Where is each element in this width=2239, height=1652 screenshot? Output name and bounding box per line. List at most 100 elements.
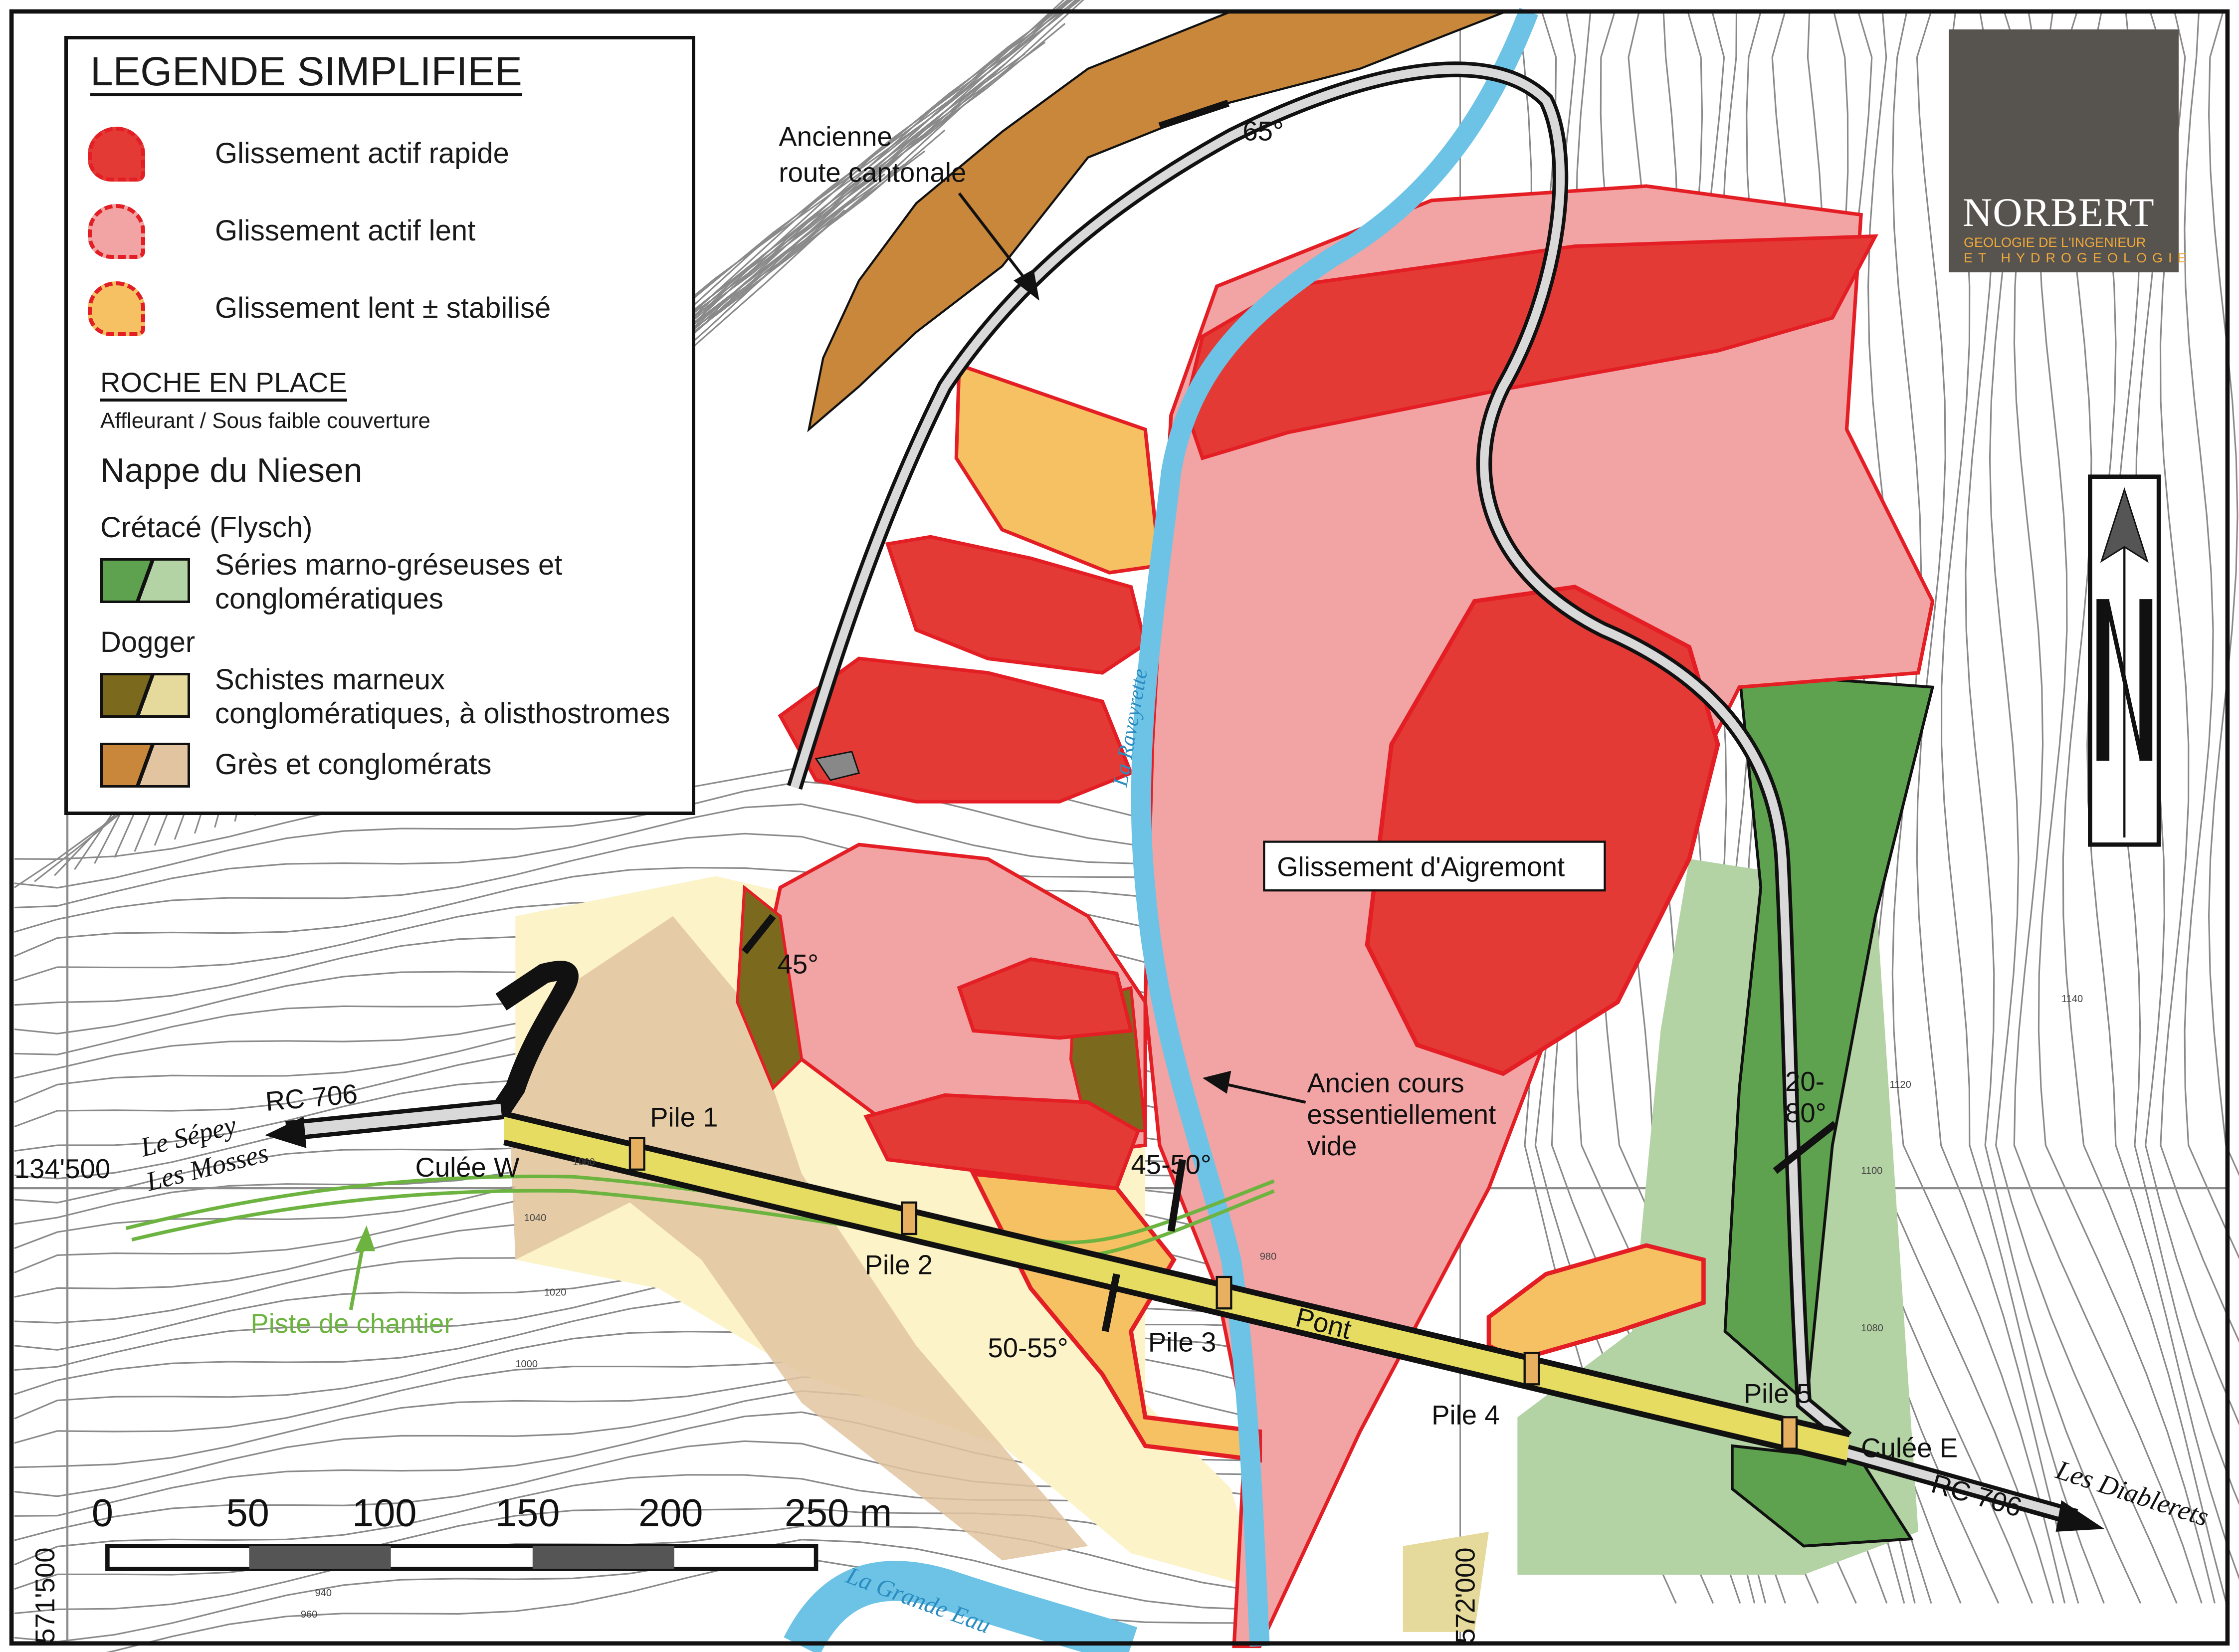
north-n-glyph-icon bbox=[2096, 599, 2153, 761]
dip-45 bbox=[741, 914, 776, 955]
legend-nappe: Nappe du Niesen bbox=[100, 451, 363, 489]
label-rc706-east: RC 706 bbox=[1928, 1468, 2025, 1523]
north-arrow bbox=[2088, 474, 2161, 847]
old-cantonal-road bbox=[790, 65, 1849, 1442]
legend-dogger: Dogger bbox=[100, 626, 196, 658]
bridge-edge-north bbox=[503, 1111, 1850, 1438]
label-dip-45: 45° bbox=[778, 949, 818, 980]
contour-line bbox=[14, 866, 1260, 957]
contour-label: 1020 bbox=[544, 1287, 567, 1298]
scale-tick-250m: 250 m bbox=[785, 1491, 892, 1534]
legend-label-stabilized: Glissement lent ± stabilisé bbox=[215, 292, 551, 324]
pointer-ancien-cours bbox=[1217, 1080, 1306, 1104]
dip-20-80 bbox=[1773, 1121, 1837, 1174]
slide-rapid-3 bbox=[957, 957, 1133, 1040]
logo-line-2: ET HYDROGEOLOGIE bbox=[1964, 250, 2192, 265]
label-pile-5: Pile 5 bbox=[1744, 1379, 1812, 1409]
scale-bar-frame bbox=[105, 1544, 818, 1571]
legend-rock-sub: Affleurant / Sous faible couverture bbox=[100, 409, 431, 433]
slide-stabilized-north bbox=[954, 362, 1162, 575]
legend-rock-heading: ROCHE EN PLACE bbox=[100, 366, 347, 402]
scale-tick-150: 150 bbox=[495, 1491, 560, 1534]
dip-45-50 bbox=[1167, 1159, 1186, 1232]
pier-3 bbox=[1216, 1275, 1232, 1310]
contour-label: 1080 bbox=[1861, 1323, 1883, 1334]
slide-rapid-icon bbox=[88, 127, 145, 182]
label-pile-1: Pile 1 bbox=[650, 1102, 718, 1133]
label-dip-80: 80° bbox=[1785, 1098, 1826, 1128]
label-ancienne-route: Ancienne bbox=[779, 122, 892, 152]
contour-line bbox=[1916, 11, 2079, 1604]
scale-bar: 0 50 100 150 200 250 m bbox=[92, 1491, 892, 1571]
label-route-cantonale: route cantonale bbox=[779, 157, 966, 188]
label-culee-w: Culée W bbox=[415, 1152, 520, 1183]
legend-label-gres: Grès et conglomérats bbox=[215, 748, 492, 781]
slide-rapid-4 bbox=[863, 1093, 1141, 1191]
rc706-east-road bbox=[1845, 1448, 2063, 1517]
logo-name: NORBERT bbox=[1963, 190, 2155, 235]
label-piste-de-chantier: Piste de chantier bbox=[250, 1308, 453, 1339]
rc706-west-outline bbox=[285, 961, 579, 1141]
arrow-ancien-cours-icon bbox=[1202, 1070, 1231, 1094]
scale-tick-100: 100 bbox=[352, 1491, 416, 1534]
scale-segment-dark bbox=[249, 1546, 391, 1569]
contour-label: 1000 bbox=[515, 1359, 538, 1370]
contour-labels: 1060 1040 1020 1000 980 960 940 1080 110… bbox=[301, 994, 2083, 1620]
legend-cretace: Crétacé (Flysch) bbox=[100, 511, 313, 544]
piste-line-2 bbox=[131, 1189, 1275, 1259]
contour-line bbox=[2184, 11, 2239, 1259]
contour-label: 980 bbox=[1260, 1251, 1277, 1262]
legend-label-rapid: Glissement actif rapide bbox=[215, 137, 509, 170]
label-pile-3: Pile 3 bbox=[1148, 1327, 1216, 1357]
slide-stabilized-icon bbox=[88, 281, 145, 336]
scale-tick-200: 200 bbox=[638, 1491, 703, 1534]
label-dip-20: 20- bbox=[1785, 1066, 1825, 1097]
contour-line bbox=[14, 1440, 1260, 1541]
swatch-dogger bbox=[100, 673, 190, 718]
contour-label: 960 bbox=[301, 1609, 318, 1620]
contour-label: 1100 bbox=[1861, 1165, 1882, 1176]
contour-line bbox=[14, 1474, 1260, 1566]
bridge-piers bbox=[628, 1137, 1798, 1450]
swatch-gres bbox=[100, 743, 190, 788]
contour-line bbox=[14, 781, 1260, 889]
arrow-ancienne-route-icon bbox=[1014, 269, 1039, 301]
map-frame bbox=[9, 9, 2230, 1646]
legend-title: LEGENDE SIMPLIFIEE bbox=[90, 50, 522, 97]
pier-1 bbox=[628, 1137, 645, 1171]
pointer-ancienne-route bbox=[958, 192, 1032, 287]
label-dip-50-55: 50-55° bbox=[988, 1333, 1068, 1363]
pier-2 bbox=[901, 1201, 918, 1236]
rc706-west-road bbox=[286, 1103, 502, 1137]
legend-label-dogger-2: conglomératiques, à olisthostromes bbox=[215, 697, 670, 730]
label-rc706-west: RC 706 bbox=[264, 1078, 359, 1117]
bridge-edge-south bbox=[503, 1139, 1847, 1466]
scale-segment-dark bbox=[532, 1546, 674, 1569]
legend-label-slow: Glissement actif lent bbox=[215, 214, 476, 247]
label-glissement-aigremont: Glissement d'Aigremont bbox=[1277, 851, 1565, 882]
label-culee-e: Culée E bbox=[1861, 1433, 1958, 1463]
coord-134500: 134'500 bbox=[14, 1154, 110, 1184]
gres-light-area bbox=[508, 916, 1088, 1561]
coord-571500: 571'500 bbox=[30, 1547, 60, 1643]
dip-50-55 bbox=[1101, 1273, 1120, 1332]
arrow-west-icon bbox=[265, 1116, 307, 1148]
pier-5 bbox=[1781, 1416, 1798, 1450]
contour-line bbox=[2208, 11, 2239, 1177]
legend-label-dogger-1: Schistes marneux bbox=[215, 663, 445, 696]
contour-label: 1120 bbox=[1890, 1079, 1911, 1090]
label-dip-45-50: 45-50° bbox=[1131, 1149, 1211, 1180]
label-dip-65: 65° bbox=[1242, 116, 1283, 146]
legend-label-flysch-1: Séries marno-gréseuses et bbox=[215, 549, 563, 581]
legend: LEGENDE SIMPLIFIEE Glissement actif rapi… bbox=[64, 36, 695, 815]
contour-label: 1040 bbox=[524, 1213, 547, 1224]
contour-line bbox=[14, 832, 1260, 933]
label-ancien-cours: Ancien cours bbox=[1307, 1068, 1464, 1098]
label-pile-2: Pile 2 bbox=[865, 1249, 933, 1280]
river-grande-eau bbox=[784, 1561, 1138, 1652]
piste-arrow-icon bbox=[355, 1225, 376, 1251]
contour-line bbox=[14, 803, 1260, 909]
swatch-flysch bbox=[100, 558, 190, 603]
